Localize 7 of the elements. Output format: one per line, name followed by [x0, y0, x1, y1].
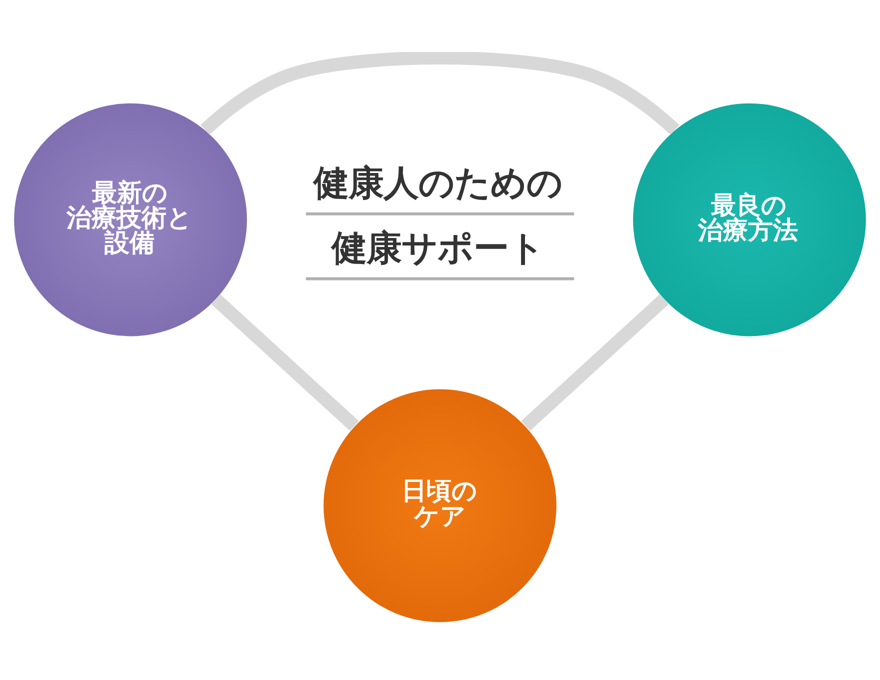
node-circle: 最良の治療方法 — [633, 103, 866, 336]
connector — [521, 294, 669, 431]
node-circle: 最新の治療技術と設備 — [14, 103, 247, 336]
node-circle: 日頃のケア — [324, 389, 556, 622]
label: 健康人のための健康サポート — [313, 163, 562, 269]
connector — [200, 52, 680, 135]
connector — [211, 294, 359, 431]
